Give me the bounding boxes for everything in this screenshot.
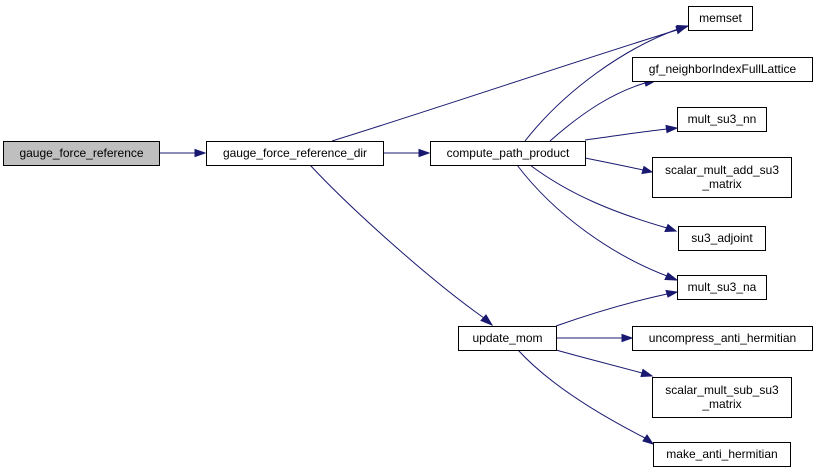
node-scalar_mult_sub_su3_matrix[interactable]: scalar_mult_sub_su3_matrix	[652, 377, 792, 418]
node-box[interactable]	[677, 275, 767, 300]
arrowhead-icon	[418, 148, 431, 158]
node-box[interactable]	[430, 141, 586, 166]
node-box[interactable]	[653, 442, 791, 467]
edge-gauge_force_reference-to-gauge_force_reference_dir	[159, 148, 207, 158]
edge-line	[555, 293, 668, 327]
node-update_mom[interactable]: update_mom	[458, 326, 557, 351]
arrowhead-icon	[664, 272, 679, 281]
node-label: gauge_force_reference	[19, 146, 143, 160]
edge-gauge_force_reference_dir-to-compute_path_product	[383, 148, 431, 158]
node-box[interactable]	[458, 326, 557, 351]
arrowhead-icon	[621, 333, 634, 343]
node-label: memset	[699, 11, 742, 25]
edge-compute_path_product-to-mult_su3_nn	[584, 124, 679, 141]
edges-layer	[159, 24, 690, 445]
edge-compute_path_product-to-memset	[524, 24, 690, 142]
edge-compute_path_product-to-mult_su3_na	[516, 164, 679, 281]
node-label: gf_neighborIndexFullLattice	[649, 62, 797, 76]
edge-gauge_force_reference_dir-to-update_mom	[309, 164, 494, 327]
edge-line	[555, 349, 643, 374]
nodes-layer: gauge_force_reference gauge_force_referen…	[3, 6, 813, 467]
node-gf_neighborIndexFullLattice[interactable]: gf_neighborIndexFullLattice	[632, 57, 813, 82]
edge-update_mom-to-mult_su3_na	[555, 289, 679, 327]
edge-line	[309, 164, 485, 319]
node-compute_path_product[interactable]: compute_path_product	[430, 141, 586, 166]
edge-update_mom-to-scalar_mult_sub_su3_matrix	[555, 349, 654, 378]
node-label: _matrix	[701, 177, 741, 191]
node-box[interactable]	[678, 226, 766, 251]
node-label: scalar_mult_sub_su3	[665, 383, 779, 397]
node-box[interactable]	[3, 141, 160, 166]
node-mult_su3_nn[interactable]: mult_su3_nn	[677, 107, 767, 132]
node-make_anti_hermitian[interactable]: make_anti_hermitian	[653, 442, 791, 467]
node-box[interactable]	[652, 377, 792, 418]
node-label: uncompress_anti_hermitian	[649, 331, 796, 345]
arrowhead-icon	[665, 289, 679, 298]
arrowhead-icon	[664, 223, 678, 233]
edge-compute_path_product-to-scalar_mult_add_su3_matrix	[584, 157, 654, 175]
edge-line	[524, 28, 679, 142]
edge-line	[331, 29, 678, 142]
node-gauge_force_reference[interactable]: gauge_force_reference	[3, 141, 160, 166]
node-box[interactable]	[688, 6, 753, 31]
arrowhead-icon	[641, 165, 654, 175]
arrowhead-icon	[640, 368, 654, 378]
edge-update_mom-to-make_anti_hermitian	[517, 349, 655, 445]
edge-compute_path_product-to-su3_adjoint	[529, 164, 678, 233]
node-uncompress_anti_hermitian[interactable]: uncompress_anti_hermitian	[632, 326, 813, 351]
edge-line	[517, 349, 646, 439]
node-label: update_mom	[472, 331, 542, 345]
node-su3_adjoint[interactable]: su3_adjoint	[678, 226, 766, 251]
node-box[interactable]	[632, 57, 813, 82]
node-gauge_force_reference_dir[interactable]: gauge_force_reference_dir	[206, 141, 384, 166]
edge-update_mom-to-uncompress_anti_hermitian	[556, 333, 634, 343]
node-scalar_mult_add_su3_matrix[interactable]: scalar_mult_add_su3_matrix	[652, 157, 792, 198]
edge-line	[529, 164, 668, 229]
edge-gauge_force_reference_dir-to-memset	[331, 25, 689, 142]
node-memset[interactable]: memset	[688, 6, 753, 31]
edge-line	[584, 157, 644, 171]
node-box[interactable]	[652, 157, 792, 198]
node-label: mult_su3_nn	[688, 112, 757, 126]
node-label: scalar_mult_add_su3	[665, 163, 779, 177]
node-box[interactable]	[206, 141, 384, 166]
node-label: su3_adjoint	[691, 231, 753, 245]
node-box[interactable]	[677, 107, 767, 132]
arrowhead-icon	[642, 434, 655, 445]
edge-compute_path_product-to-gf_neighborIndexFullLattice	[549, 78, 657, 142]
arrowhead-icon	[480, 314, 494, 327]
node-label: gauge_force_reference_dir	[223, 146, 367, 160]
node-label: compute_path_product	[447, 146, 570, 160]
arrowhead-icon	[665, 124, 679, 134]
edge-line	[516, 164, 668, 277]
node-box[interactable]	[632, 326, 813, 351]
node-label: _matrix	[701, 397, 741, 411]
node-label: mult_su3_na	[688, 280, 757, 294]
edge-line	[549, 82, 646, 142]
node-mult_su3_na[interactable]: mult_su3_na	[677, 275, 767, 300]
arrowhead-icon	[194, 148, 207, 158]
arrowhead-icon	[676, 24, 690, 33]
node-label: make_anti_hermitian	[666, 447, 777, 461]
edge-line	[584, 128, 668, 141]
